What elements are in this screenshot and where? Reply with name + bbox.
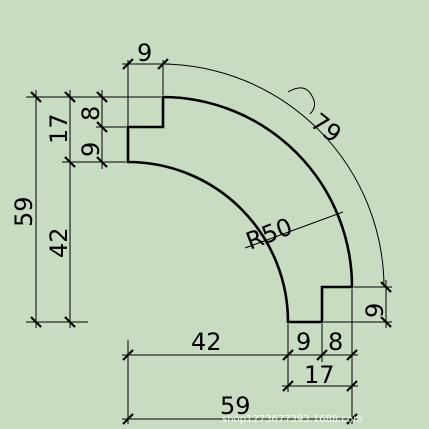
bottom-upper-tick-1: [282, 380, 294, 392]
bottom-upper-tick-2: [346, 380, 358, 392]
bottom-step-left-label: 9: [296, 328, 311, 356]
left-mid-tick-2: [64, 156, 76, 168]
top-tick-1: [122, 58, 134, 70]
left-step-tick-3: [96, 156, 108, 168]
bottom-step-tick-4: [346, 349, 358, 361]
left-step-tick-2: [96, 121, 108, 133]
bottom-total-label: 59: [220, 392, 251, 420]
left-lower-label: 42: [45, 227, 73, 258]
bottom-lower-label: 42: [191, 328, 222, 356]
left-total-tick-2: [30, 316, 42, 328]
top-tick-2: [157, 58, 169, 70]
right-tick-1: [380, 281, 392, 293]
left-step-bottom-label: 9: [77, 142, 105, 157]
bottom-upper-label: 17: [304, 361, 335, 389]
arc-length-label: 79: [305, 108, 346, 149]
bottom-total-tick-1: [122, 413, 134, 425]
bottom-step-tick-2: [282, 349, 294, 361]
bottom-step-right-label: 8: [328, 328, 343, 356]
left-step-top-label: 8: [77, 106, 105, 121]
bottom-step-tick-3: [316, 349, 328, 361]
profile-outline: [126, 95, 354, 324]
left-mid-tick-1: [64, 91, 76, 103]
left-mid-tick-3: [64, 316, 76, 328]
bottom-step-tick-1: [122, 349, 134, 361]
radius-line: [244, 211, 344, 249]
arc-leader-hook: [287, 87, 316, 115]
left-step-tick-1: [96, 91, 108, 103]
arc-dimension-line: [162, 63, 385, 288]
left-total-tick-1: [30, 91, 42, 103]
left-upper-label: 17: [45, 113, 73, 144]
watermark-text: shop1273677393.1688.com: [222, 414, 363, 425]
top-width-label: 9: [137, 39, 152, 67]
right-end-label: 9: [361, 303, 389, 318]
bottom-total-tick-2: [346, 413, 358, 425]
left-total-label: 59: [10, 196, 38, 227]
right-tick-2: [380, 316, 392, 328]
